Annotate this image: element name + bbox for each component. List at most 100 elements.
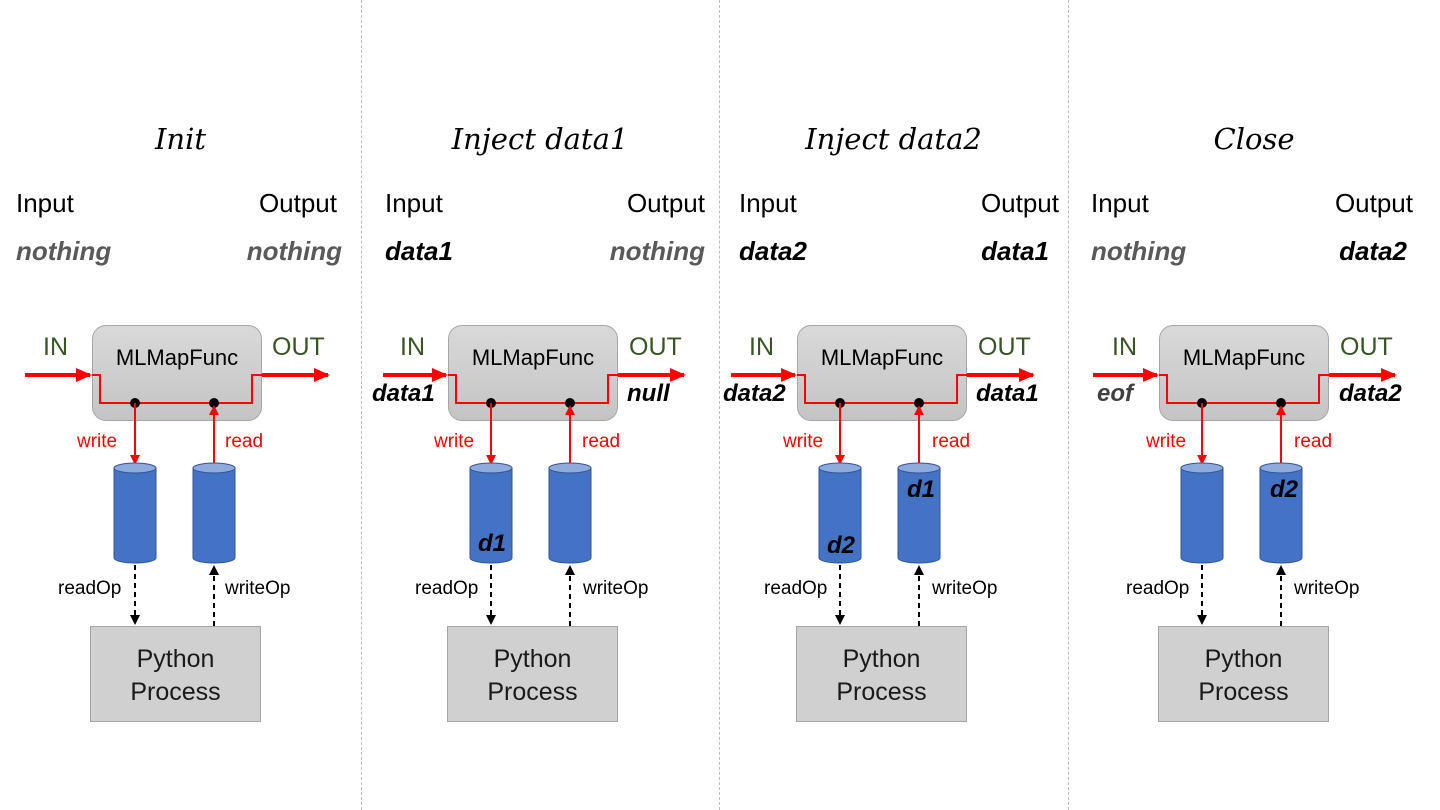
out-flow-value: data2 bbox=[1339, 380, 1402, 407]
mlmapfunc-label: MLMapFunc bbox=[471, 345, 595, 370]
stage-panel-inject-data1: Inject data1 Input Output data1 nothing … bbox=[361, 0, 719, 810]
process-line-1: Python bbox=[1204, 645, 1283, 673]
output-value: nothing bbox=[609, 236, 705, 266]
write-buffer-cylinder-top bbox=[113, 462, 157, 474]
read-buffer-cylinder-top bbox=[897, 462, 941, 474]
stage-panel-inject-data2: Inject data2 Input Output data2 data1 IN… bbox=[719, 0, 1068, 810]
panel-divider bbox=[361, 0, 362, 810]
python-process-label: Python Process bbox=[90, 643, 261, 709]
read-op-label: readOp bbox=[58, 578, 122, 599]
process-line-2: Process bbox=[1198, 678, 1289, 706]
python-process-box bbox=[90, 626, 261, 722]
out-port-label: OUT bbox=[272, 333, 325, 361]
output-value: data1 bbox=[981, 236, 1049, 266]
input-value: nothing bbox=[1091, 236, 1187, 266]
in-flow-value: data1 bbox=[372, 380, 435, 407]
in-port-label: IN bbox=[400, 333, 425, 361]
internal-flow-path bbox=[448, 374, 618, 404]
write-buffer-content: d2 bbox=[826, 532, 855, 559]
write-label: write bbox=[77, 431, 118, 452]
read-junction-dot bbox=[1276, 398, 1286, 408]
input-value: nothing bbox=[16, 236, 112, 266]
panel-divider bbox=[1068, 0, 1069, 810]
python-process-box bbox=[1158, 626, 1329, 722]
stage-title: Inject data1 bbox=[451, 122, 629, 156]
panel-divider bbox=[719, 0, 720, 810]
input-value: data2 bbox=[739, 236, 807, 266]
input-value: data1 bbox=[385, 236, 453, 266]
mlmapfunc-box bbox=[92, 325, 262, 421]
write-buffer-cylinder bbox=[469, 467, 513, 564]
process-line-2: Process bbox=[130, 678, 221, 706]
out-flow-value: data1 bbox=[976, 380, 1039, 407]
input-label: Input bbox=[385, 188, 443, 218]
stage-panel-close: Close Input Output nothing data2 IN OUT … bbox=[1068, 0, 1440, 810]
mlmapfunc-box bbox=[797, 325, 967, 421]
out-port-label: OUT bbox=[629, 333, 682, 361]
write-buffer-cylinder-top bbox=[818, 462, 862, 474]
in-flow-value: eof bbox=[1097, 380, 1133, 407]
read-label: read bbox=[1294, 431, 1333, 452]
output-value: nothing bbox=[246, 236, 342, 266]
write-label: write bbox=[783, 431, 824, 452]
mlmapfunc-label: MLMapFunc bbox=[115, 345, 239, 370]
process-line-1: Python bbox=[493, 645, 572, 673]
process-line-2: Process bbox=[487, 678, 578, 706]
read-buffer-cylinder bbox=[897, 467, 941, 564]
internal-flow-path bbox=[92, 374, 262, 404]
stage-title: Init bbox=[154, 122, 207, 156]
read-op-label: readOp bbox=[415, 578, 479, 599]
read-label: read bbox=[932, 431, 971, 452]
write-buffer-cylinder bbox=[113, 467, 157, 564]
out-port-label: OUT bbox=[1340, 333, 1393, 361]
output-label: Output bbox=[626, 188, 705, 218]
read-buffer-content: d2 bbox=[1269, 476, 1298, 503]
python-process-label: Python Process bbox=[447, 643, 618, 709]
read-buffer-cylinder-top bbox=[192, 462, 236, 474]
write-buffer-cylinder-top bbox=[469, 462, 513, 474]
read-op-label: readOp bbox=[764, 578, 828, 599]
write-buffer-cylinder bbox=[818, 467, 862, 564]
write-op-label: writeOp bbox=[1294, 578, 1360, 599]
write-label: write bbox=[434, 431, 475, 452]
mlmapfunc-box bbox=[1159, 325, 1329, 421]
in-port-label: IN bbox=[1112, 333, 1137, 361]
stage-title: Inject data2 bbox=[805, 122, 982, 156]
process-line-2: Process bbox=[836, 678, 927, 706]
read-junction-dot bbox=[565, 398, 575, 408]
process-line-1: Python bbox=[842, 645, 921, 673]
read-buffer-cylinder bbox=[192, 467, 236, 564]
read-junction-dot bbox=[209, 398, 219, 408]
read-buffer-cylinder bbox=[1259, 467, 1303, 564]
internal-flow-path bbox=[1159, 374, 1329, 404]
read-label: read bbox=[225, 431, 264, 452]
input-label: Input bbox=[739, 188, 797, 218]
mlmapfunc-label: MLMapFunc bbox=[1182, 345, 1306, 370]
in-port-label: IN bbox=[749, 333, 774, 361]
process-line-1: Python bbox=[136, 645, 215, 673]
read-buffer-cylinder-top bbox=[548, 462, 592, 474]
mlmapfunc-box bbox=[448, 325, 618, 421]
output-label: Output bbox=[980, 188, 1059, 218]
read-label: read bbox=[582, 431, 621, 452]
read-buffer-content: d1 bbox=[906, 476, 935, 503]
write-buffer-cylinder bbox=[1180, 467, 1224, 564]
stage-title: Close bbox=[1213, 122, 1295, 156]
write-label: write bbox=[1146, 431, 1187, 452]
read-junction-dot bbox=[914, 398, 924, 408]
mlmapfunc-label: MLMapFunc bbox=[820, 345, 944, 370]
output-value: data2 bbox=[1339, 236, 1407, 266]
read-op-label: readOp bbox=[1126, 578, 1190, 599]
internal-flow-path bbox=[797, 374, 967, 404]
write-op-label: writeOp bbox=[225, 578, 291, 599]
python-process-label: Python Process bbox=[796, 643, 967, 709]
in-port-label: IN bbox=[43, 333, 68, 361]
write-buffer-content: d1 bbox=[477, 530, 506, 557]
python-process-label: Python Process bbox=[1158, 643, 1329, 709]
input-label: Input bbox=[16, 188, 74, 218]
write-op-label: writeOp bbox=[932, 578, 998, 599]
out-port-label: OUT bbox=[978, 333, 1031, 361]
read-buffer-cylinder-top bbox=[1259, 462, 1303, 474]
read-buffer-cylinder bbox=[548, 467, 592, 564]
